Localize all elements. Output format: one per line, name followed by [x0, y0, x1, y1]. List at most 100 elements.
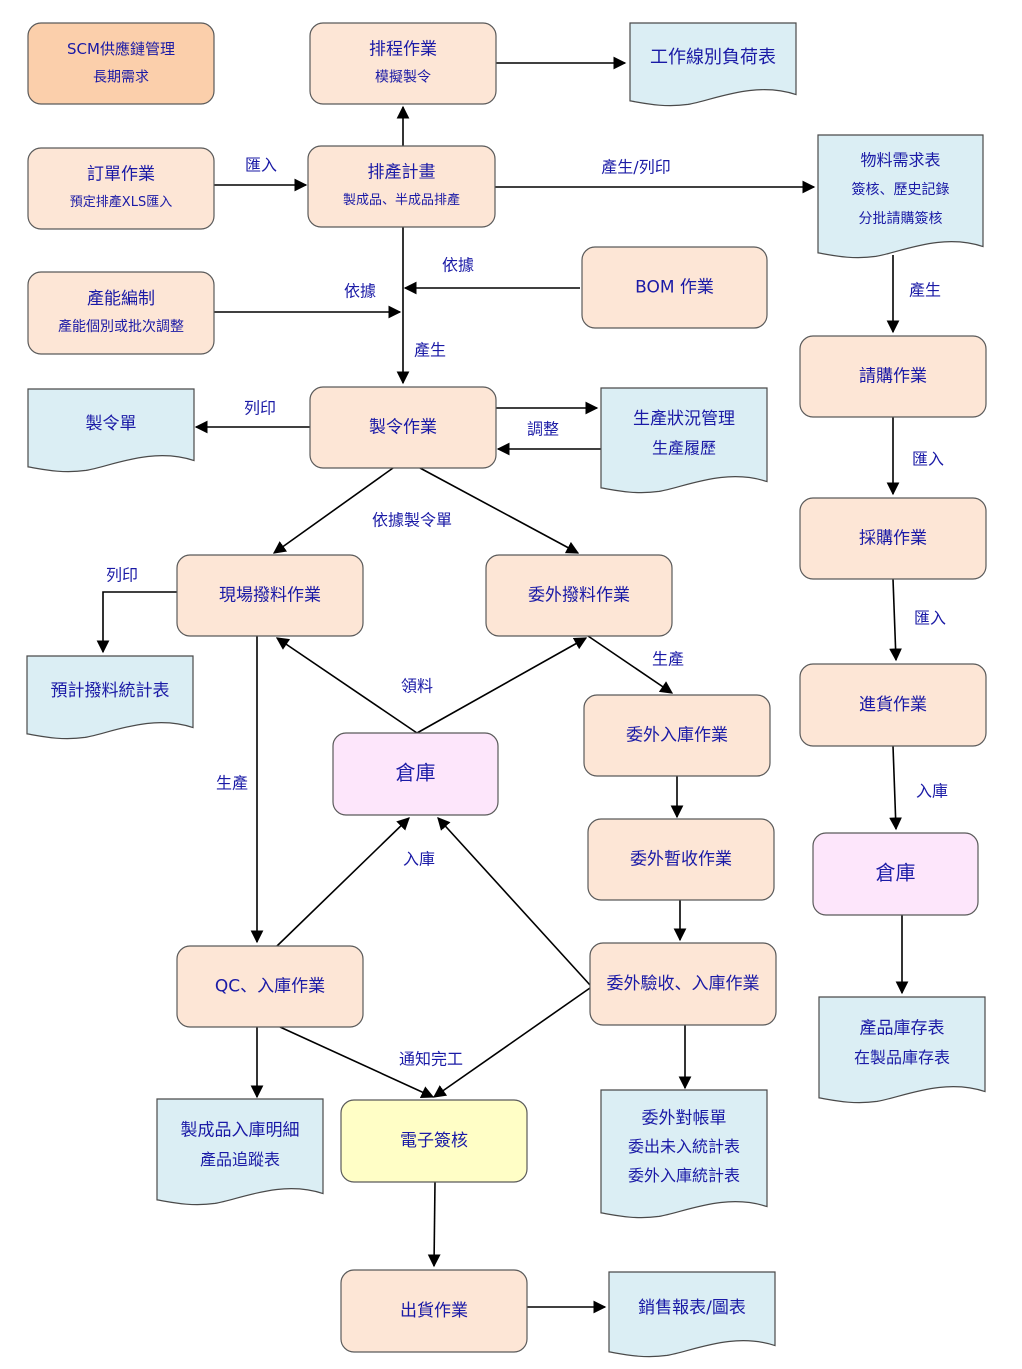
node-purchase: 採購作業 — [799, 497, 987, 580]
node-label: 工作線別負荷表 — [650, 47, 776, 68]
process-box — [589, 942, 777, 1026]
node-layer: SCM供應鏈管理長期需求排程作業模擬製令工作線別負荷表訂單作業預定排產XLS匯入… — [26, 22, 987, 1358]
node-label: 委外暫收作業 — [630, 850, 732, 870]
process-box — [581, 246, 768, 329]
node-label: 產能編制 — [87, 289, 155, 309]
node-label: 簽核、歷史記錄 — [852, 181, 950, 198]
document-shape — [629, 22, 797, 107]
connector-arrow — [419, 467, 580, 554]
edge-label-stock-in-receiving: 入庫 — [916, 782, 948, 801]
document-shape — [608, 1271, 776, 1358]
node-e-sign: 電子簽核 — [340, 1099, 528, 1183]
edge-label-generate-print: 產生/列印 — [601, 158, 670, 177]
node-label: 現場撥料作業 — [219, 586, 321, 606]
process-box — [176, 945, 364, 1028]
process-box — [799, 663, 987, 747]
edge-label-generate-mo: 產生 — [414, 341, 446, 360]
warehouse-box — [812, 832, 979, 916]
edge-label-produce-site: 生產 — [216, 774, 248, 793]
edge-label-pick-material: 領料 — [401, 677, 433, 696]
node-label: 預計撥料統計表 — [51, 681, 170, 701]
node-sales-report: 銷售報表/圖表 — [608, 1271, 776, 1358]
edge-label-notify-done: 通知完工 — [399, 1050, 463, 1069]
connector-arrow — [587, 635, 674, 694]
connector-arrow — [437, 817, 591, 986]
document-shape — [26, 655, 194, 740]
node-receiving: 進貨作業 — [799, 663, 987, 747]
node-label: 模擬製令 — [375, 70, 431, 86]
node-label: 產品追蹤表 — [200, 1150, 280, 1169]
edge-label-import-purchase: 匯入 — [912, 450, 944, 469]
node-label: 長期需求 — [93, 70, 149, 86]
document-shape — [817, 134, 984, 259]
node-label: 製成品入庫明細 — [181, 1121, 300, 1141]
node-out-temp: 委外暫收作業 — [587, 818, 775, 901]
edge-label-layer: 匯入產生/列印依據依據產生產生列印調整匯入依據製令單列印匯入生產領料生產入庫入庫… — [106, 156, 948, 1069]
node-label: 採購作業 — [859, 529, 927, 549]
node-label: 分批請購簽核 — [859, 210, 943, 227]
node-out-inspect: 委外驗收、入庫作業 — [589, 942, 777, 1026]
edge-label-adjust: 調整 — [527, 420, 559, 439]
edge-label-stock-in-qc: 入庫 — [403, 850, 435, 869]
node-qc: QC、入庫作業 — [176, 945, 364, 1028]
node-label: 委外入庫統計表 — [628, 1166, 740, 1185]
edge-label-print-issue: 列印 — [106, 566, 138, 585]
process-box — [307, 145, 496, 228]
edge-label-generate-req: 產生 — [909, 281, 941, 300]
document-shape — [27, 388, 195, 473]
process-box — [485, 554, 673, 637]
node-bom: BOM 作業 — [581, 246, 768, 329]
node-label: 排產計畫 — [368, 163, 436, 183]
edge-label-import-order: 匯入 — [245, 156, 277, 175]
node-label: BOM 作業 — [635, 278, 714, 298]
node-line-load: 工作線別負荷表 — [629, 22, 797, 107]
node-label: 生產履歷 — [652, 439, 716, 458]
node-mo-doc: 製令單 — [27, 388, 195, 473]
node-label: 製成品、半成品排產 — [343, 192, 460, 208]
node-label: 預定排產XLS匯入 — [70, 194, 172, 210]
document-shape — [600, 387, 768, 494]
document-shape — [818, 996, 986, 1104]
node-requisition: 請購作業 — [799, 335, 987, 418]
connector-arrow — [427, 1181, 441, 1268]
approval-box — [340, 1099, 528, 1183]
node-label: 倉庫 — [396, 761, 436, 785]
connector-arrow — [279, 1026, 435, 1099]
process-box — [799, 335, 987, 418]
node-issue-stats: 預計撥料統計表 — [26, 655, 194, 740]
node-warehouse2: 倉庫 — [812, 832, 979, 916]
node-label: 物料需求表 — [860, 151, 940, 170]
document-shape — [600, 1089, 768, 1219]
warehouse-box — [332, 732, 499, 816]
node-label: SCM供應鏈管理 — [67, 40, 175, 58]
connector-arrow — [889, 745, 902, 831]
connector-arrow — [416, 637, 588, 734]
node-label: 電子簽核 — [400, 1131, 468, 1151]
node-label: 委出未入統計表 — [628, 1137, 740, 1156]
node-label: 製令作業 — [369, 418, 437, 438]
node-label: 產品庫存表 — [860, 1019, 945, 1039]
process-box — [583, 694, 771, 777]
node-label: 出貨作業 — [400, 1301, 468, 1321]
node-label: 在製品庫存表 — [854, 1048, 950, 1067]
connector-arrow — [275, 637, 418, 734]
connector-arrow — [96, 591, 177, 654]
node-shipping: 出貨作業 — [340, 1269, 528, 1353]
process-box — [309, 22, 497, 105]
edge-label-produce-out: 生產 — [652, 650, 684, 669]
process-box — [27, 271, 215, 355]
node-label: 生產狀況管理 — [633, 409, 735, 429]
connector-arrow — [889, 578, 902, 662]
node-site-issue: 現場撥料作業 — [176, 554, 364, 637]
node-out-issue: 委外撥料作業 — [485, 554, 673, 637]
node-label: QC、入庫作業 — [215, 977, 325, 997]
